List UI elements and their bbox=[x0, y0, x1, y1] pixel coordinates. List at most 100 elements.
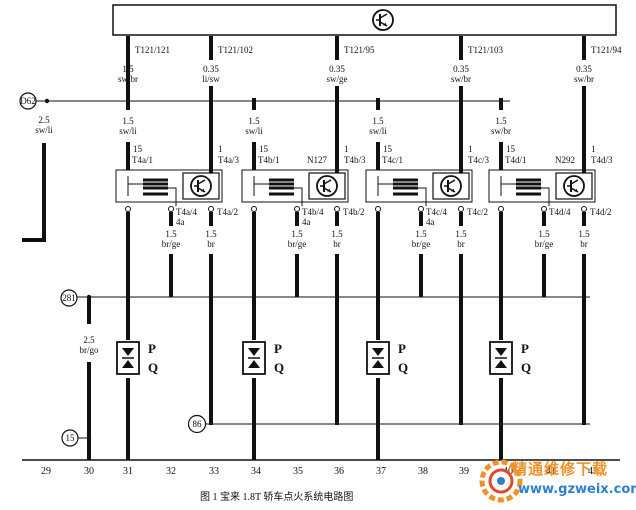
position-36: 36 bbox=[334, 466, 344, 477]
ground-wire-color: br/go bbox=[80, 345, 99, 355]
module-2-pin2: T4b/2 bbox=[343, 207, 365, 217]
module-2-name: N127 bbox=[307, 155, 327, 165]
spark-plugs: P Q P Q P Q P Q bbox=[116, 341, 531, 375]
module-1-pin4-sub: 4a bbox=[176, 217, 185, 227]
node-15-label: 15 bbox=[66, 433, 76, 443]
wire-4-gauge: 0.35 bbox=[453, 64, 469, 74]
module-2-pin15-code: T4b/1 bbox=[258, 155, 280, 165]
position-41: 41 bbox=[546, 466, 556, 477]
spark-plug-3-icon bbox=[366, 341, 390, 375]
node-86-marker bbox=[187, 414, 207, 434]
ecu-wire-labels: 1.5 sw/br 0.35 li/sw 0.35 sw/ge 0.35 sw/… bbox=[118, 64, 594, 84]
spark-plug-4-icon bbox=[489, 341, 513, 375]
feed-branch-wires bbox=[126, 60, 503, 170]
ground-wire-gauge: 2.5 bbox=[83, 335, 95, 345]
module-3-pin4: T4c/4 bbox=[426, 207, 447, 217]
node-281-marker bbox=[60, 289, 78, 307]
module-4-pin1: 1 bbox=[591, 144, 596, 154]
module-2-pin4: T4b/4 bbox=[302, 207, 324, 217]
gnd-2-color: br/ge bbox=[288, 239, 307, 249]
module-2-pin4-sub: 4a bbox=[302, 217, 311, 227]
module-3-pin15-code: T4c/1 bbox=[382, 155, 403, 165]
feed-line: D62 2.5 sw/li bbox=[19, 92, 510, 242]
branch-4-gauge: 1.5 bbox=[495, 116, 507, 126]
out-2-color: br bbox=[333, 239, 341, 249]
plug-1-p-label: P bbox=[148, 341, 156, 356]
node-d62-label: D62 bbox=[20, 96, 36, 106]
signal-bus-86: 86 bbox=[187, 414, 590, 434]
ecu-pin-label-5: T121/94 bbox=[591, 45, 622, 55]
gnd-4-gauge: 1.5 bbox=[538, 229, 550, 239]
plug-1-q-label: Q bbox=[148, 360, 158, 375]
position-31: 31 bbox=[123, 466, 133, 477]
feed-branch-labels: 1.5 sw/li 1.5 sw/li 1.5 sw/li 1.5 sw/br bbox=[119, 116, 511, 136]
module-1-pin4: T4a/4 bbox=[176, 207, 197, 217]
plug-3-q-label: Q bbox=[398, 360, 408, 375]
module-1-pin1-code: T4a/3 bbox=[218, 155, 239, 165]
out-1-gauge: 1.5 bbox=[205, 229, 217, 239]
branch-2-gauge: 1.5 bbox=[248, 116, 260, 126]
gnd-2-gauge: 1.5 bbox=[291, 229, 303, 239]
out-1-color: br bbox=[207, 239, 215, 249]
gnd-1-color: br/ge bbox=[162, 239, 181, 249]
position-34: 34 bbox=[251, 466, 261, 477]
plug-2-q-label: Q bbox=[274, 360, 284, 375]
out-3-gauge: 1.5 bbox=[455, 229, 467, 239]
watermark-title: 精通维修下载 bbox=[512, 460, 609, 478]
out-4-gauge: 1.5 bbox=[578, 229, 590, 239]
plug-4-q-label: Q bbox=[521, 360, 531, 375]
module-3-pin4-sub: 4a bbox=[426, 217, 435, 227]
module-1-pin15-code: T4a/1 bbox=[132, 155, 153, 165]
gear-logo-icon bbox=[479, 459, 523, 503]
branch-2-color: sw/li bbox=[245, 126, 263, 136]
module-1-pin15: 15 bbox=[133, 144, 143, 154]
branch-3-color: sw/li bbox=[369, 126, 387, 136]
branch-4-color: sw/br bbox=[491, 126, 511, 136]
module-4-pin15-code: T4d/1 bbox=[505, 155, 527, 165]
feed-junction bbox=[44, 98, 50, 104]
module-3-pin1: 1 bbox=[468, 144, 473, 154]
ignition-module-4: 15 T4d/1 1 N292 T4d/3 T4d/4 T4d/2 bbox=[488, 144, 613, 217]
feed-down-gauge: 2.5 bbox=[38, 115, 50, 125]
wire-4-color: sw/br bbox=[451, 74, 471, 84]
out-3-color: br bbox=[457, 239, 465, 249]
node-86-label: 86 bbox=[193, 419, 203, 429]
module-1-pin1: 1 bbox=[218, 144, 223, 154]
figure-caption: 图 1 宝来 1.8T 轿车点火系统电路图 bbox=[200, 490, 353, 503]
position-33: 33 bbox=[209, 466, 219, 477]
branch-1-color: sw/li bbox=[119, 126, 137, 136]
ecu-pin-label-4: T121/103 bbox=[468, 45, 503, 55]
position-32: 32 bbox=[166, 466, 176, 477]
position-35: 35 bbox=[293, 466, 303, 477]
spark-plug-1-icon bbox=[116, 341, 140, 375]
plug-2-p-label: P bbox=[274, 341, 282, 356]
position-42: 42 bbox=[588, 466, 598, 477]
branch-3-gauge: 1.5 bbox=[372, 116, 384, 126]
module-4-pin4: T4d/4 bbox=[549, 207, 571, 217]
spark-plug-2-icon bbox=[242, 341, 266, 375]
module-3-pin15: 15 bbox=[383, 144, 393, 154]
ecu-pin-label-3: T121/95 bbox=[344, 45, 375, 55]
module-4-pin2: T4d/2 bbox=[590, 207, 612, 217]
bottom-bus-15: 15 bbox=[22, 429, 620, 461]
ignition-modules: 15 T4a/1 1 T4a/3 T4a/4 4a T4a/2 15 T4b/1… bbox=[115, 144, 613, 227]
position-39: 39 bbox=[459, 466, 469, 477]
ignition-module-3: 15 T4c/1 1 T4c/3 T4c/4 4a T4c/2 bbox=[365, 144, 489, 227]
module-1-pin2: T4a/2 bbox=[217, 207, 238, 217]
engine-control-unit-box bbox=[112, 4, 617, 36]
module-3-pin2: T4c/2 bbox=[467, 207, 488, 217]
module-3-pin1-code: T4c/3 bbox=[468, 155, 489, 165]
site-watermark-logo: 精通维修下载 www.gzweix.com bbox=[478, 452, 636, 510]
position-37: 37 bbox=[376, 466, 386, 477]
plug-4-p-label: P bbox=[521, 341, 529, 356]
ignition-module-2: 15 T4b/1 1 N127 T4b/3 T4b/4 4a T4b/2 bbox=[241, 144, 366, 227]
wire-5-gauge: 0.35 bbox=[576, 64, 592, 74]
module-2-pin1: 1 bbox=[344, 144, 349, 154]
module-4-transistor-icon bbox=[563, 175, 585, 197]
gnd-3-gauge: 1.5 bbox=[415, 229, 427, 239]
ecu-pin-label-1: T121/121 bbox=[135, 45, 170, 55]
wire-3-gauge: 0.35 bbox=[329, 64, 345, 74]
module-4-pin15: 15 bbox=[506, 144, 516, 154]
